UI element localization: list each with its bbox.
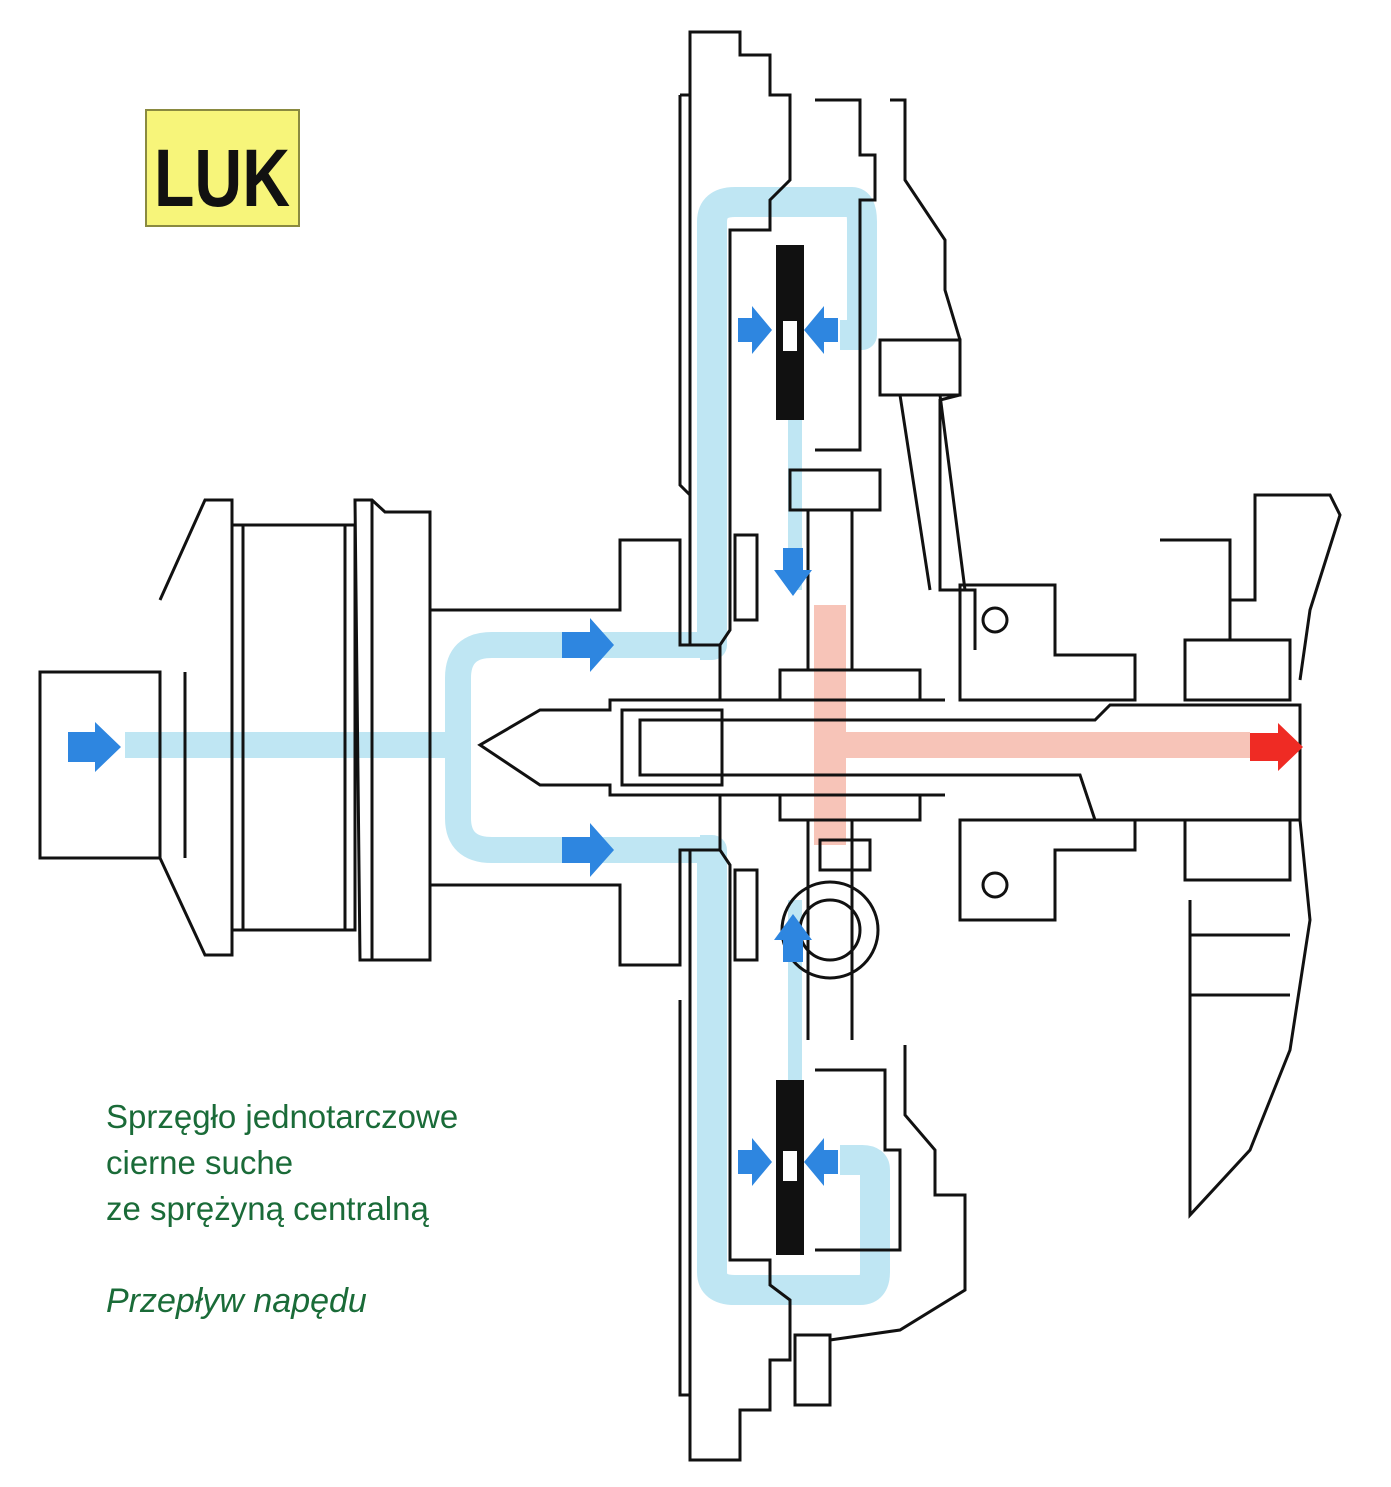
friction-lining-gaps <box>781 319 799 1183</box>
crank-journal <box>230 523 357 932</box>
diagram-subtitle: Przepływ napędu <box>106 1282 367 1320</box>
diagram-caption: Sprzęgło jednotarczowe cierne suche ze s… <box>106 1094 458 1232</box>
caption-line-1: Sprzęgło jednotarczowe <box>106 1098 459 1135</box>
damper-spring-upper <box>788 468 882 512</box>
arrow-output <box>1250 723 1303 771</box>
logo-background <box>145 109 300 227</box>
output-shaft <box>638 703 1302 822</box>
logo-text: LUK <box>154 133 290 224</box>
gearbox-bearing-upper <box>1183 638 1292 702</box>
release-bearing-lower <box>958 818 1137 922</box>
crank-web-right <box>353 498 432 962</box>
flywheel-bolt-lower <box>733 868 759 962</box>
pressure-plate-lower <box>815 1068 902 1252</box>
friction-lining-gap-upper <box>781 319 799 353</box>
friction-linings <box>776 245 804 1255</box>
flywheel-bottom-body <box>678 1000 690 1397</box>
luk-logo: LUK <box>145 109 300 227</box>
arrow-upper-press-right <box>804 306 838 354</box>
caption-line-2: cierne suche <box>106 1144 294 1181</box>
flow-flywheel-upper <box>697 187 877 660</box>
arrow-input <box>68 722 121 772</box>
flow-split-lower <box>445 732 700 863</box>
flow-flywheel-lower <box>697 835 890 1305</box>
arrow-upper-flow <box>562 618 614 672</box>
flywheel-top-body <box>678 93 692 497</box>
diaphragm-spring <box>878 338 962 397</box>
caption-line-3: ze sprężyną centralną <box>106 1190 429 1227</box>
arrow-lower-flow <box>562 823 614 877</box>
arrow-disc-up <box>774 914 812 962</box>
disc-hub-lower <box>778 793 922 822</box>
friction-lining-gap-lower <box>781 1149 799 1183</box>
gearbox-housing <box>1160 493 1342 681</box>
release-bearing-ball-upper <box>981 606 1009 634</box>
arrow-lower-press-left <box>738 1138 772 1186</box>
arrow-upper-press-left <box>738 306 772 354</box>
arrow-lower-press-right <box>804 1138 838 1186</box>
gearbox-housing-lower <box>1188 819 1312 1219</box>
crankshaft-flange <box>430 538 722 967</box>
input-arrows <box>68 306 838 1186</box>
disc-hub-upper <box>778 668 922 702</box>
release-bearing <box>958 583 1137 702</box>
clutch-outline <box>38 30 1342 1462</box>
damper-spring-lower <box>818 838 872 872</box>
gearbox-bearing-lower <box>1183 818 1292 882</box>
pressure-plate-bolt <box>793 1333 832 1407</box>
pilot-bearing <box>620 708 724 787</box>
pressure-plate-upper <box>815 98 877 452</box>
flywheel-top <box>688 30 792 646</box>
flywheel-bolt-upper <box>733 533 759 622</box>
flywheel-bottom <box>688 849 792 1462</box>
release-bearing-ball-lower <box>981 871 1009 899</box>
crank-web-left <box>158 498 234 957</box>
arrow-disc-down <box>774 548 812 596</box>
clutch-cover-lower <box>829 1045 967 1342</box>
flow-split-upper <box>445 632 700 758</box>
release-fork <box>898 394 967 591</box>
